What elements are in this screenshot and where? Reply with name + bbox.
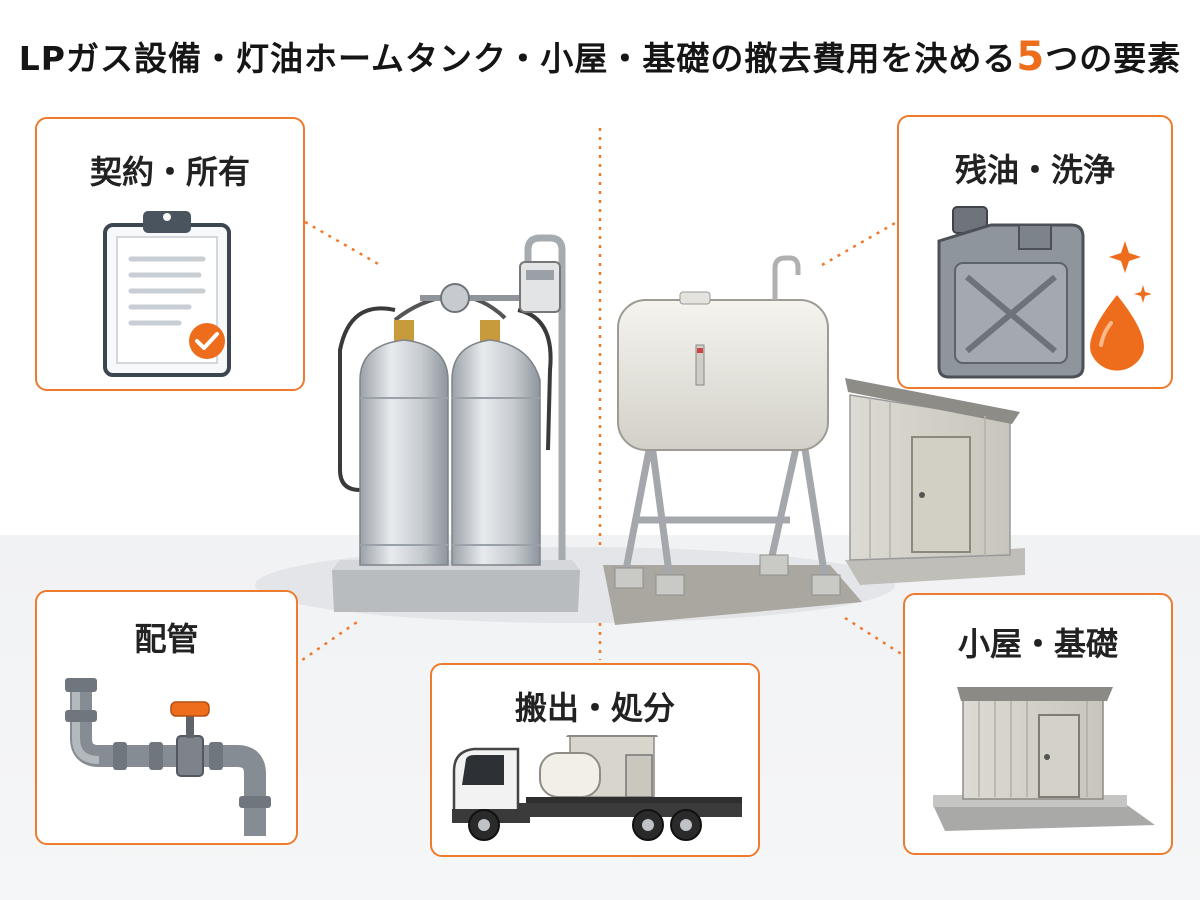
truck-icon	[452, 735, 742, 841]
kerosene-home-tank	[603, 255, 862, 625]
card-transport-disposal: 搬出・処分	[430, 663, 760, 857]
lp-gas-cylinders	[332, 234, 580, 612]
connector-piping	[294, 618, 361, 667]
shed-icon	[933, 687, 1155, 831]
card-residual-oil-cleaning: 残油・洗浄	[897, 115, 1173, 389]
jerrycan-oil-drop-icon	[937, 206, 1151, 379]
card-label: 残油・洗浄	[954, 151, 1115, 189]
connector-residual-oil	[821, 220, 898, 267]
card-piping: 配管	[35, 590, 298, 845]
title-text-before: LPガス設備・灯油ホームタンク・小屋・基礎の撤去費用を決める	[18, 39, 1017, 78]
connector-contract	[304, 220, 381, 267]
scene-shed	[845, 378, 1025, 585]
card-label: 契約・所有	[89, 153, 250, 191]
card-shed-foundation: 小屋・基礎	[903, 593, 1173, 855]
page-title: LPガス設備・灯油ホームタンク・小屋・基礎の撤去費用を決める5つの要素	[0, 32, 1200, 80]
card-label: 配管	[134, 620, 199, 658]
card-label: 搬出・処分	[514, 689, 675, 727]
title-number: 5	[1016, 34, 1046, 80]
clipboard-check-icon	[103, 211, 231, 377]
card-contract-ownership: 契約・所有	[35, 117, 305, 391]
connector-shed	[844, 616, 904, 657]
card-label: 小屋・基礎	[957, 625, 1118, 663]
title-text-after: つの要素	[1045, 39, 1182, 78]
pipe-valve-icon	[65, 678, 271, 836]
